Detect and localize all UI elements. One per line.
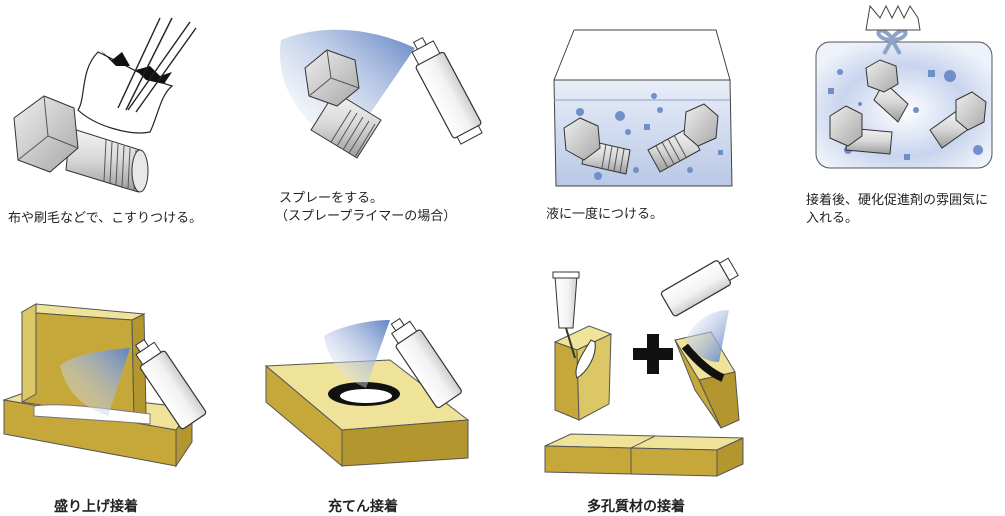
bag-illustration (815, 4, 993, 169)
panel-fillet: 盛り上げ接着 (0, 290, 240, 516)
caption-porous: 多孔質材の接着 (587, 499, 685, 515)
panel-porous: 多孔質材の接着 (535, 257, 755, 516)
hole-adhesive (340, 389, 392, 403)
dip-illustration (553, 29, 733, 187)
bolt (647, 103, 719, 173)
wood-piece-left (553, 325, 613, 421)
caption-brush: 布や刷毛などで、こすりつける。 (8, 211, 203, 226)
spray-can (135, 338, 207, 430)
caption-dip: 液に一度につける。 (546, 207, 664, 222)
porous-illustration (544, 257, 744, 477)
bolt (13, 95, 149, 193)
panel-dip: 液に一度につける。 (540, 0, 750, 240)
bolt (829, 105, 893, 155)
spray-can (660, 257, 739, 317)
glue-tube (552, 271, 580, 359)
caption-bag-2: 入れる。 (806, 211, 859, 226)
bag-top (865, 4, 921, 31)
bolt (929, 91, 987, 149)
bag-ribbon (876, 28, 908, 55)
tweezer-arm (127, 21, 191, 111)
tweezer-arm (135, 27, 197, 113)
panel-spray: スプレーをする。 （スプレープライマーの場合） (265, 0, 515, 240)
caption-fillet: 盛り上げ接着 (54, 499, 138, 515)
plus-icon (633, 334, 673, 374)
fillet-illustration (2, 303, 207, 468)
caption-spray-1: スプレーをする。 (279, 191, 384, 206)
bolt (304, 49, 382, 159)
spray-can (411, 36, 483, 145)
panel-bag: 接着後、硬化促進剤の雰囲気に 入れる。 (800, 0, 1005, 240)
panel-filling: 充てん接着 (262, 290, 482, 516)
spray-mist (685, 310, 729, 362)
caption-spray-2: （スプレープライマーの場合） (275, 209, 457, 224)
joined-block (544, 433, 744, 477)
spray-can (390, 317, 462, 409)
brush-illustration (13, 17, 197, 193)
panel-brush: 布や刷毛などで、こすりつける。 (0, 0, 250, 240)
caption-filling: 充てん接着 (328, 499, 398, 515)
spray-illustration (279, 29, 483, 159)
cloth-pinch-left (100, 50, 130, 66)
tweezer-arm (125, 17, 173, 111)
filling-illustration (264, 317, 470, 468)
tweezer-arm (117, 17, 161, 109)
spray-mist (324, 320, 390, 388)
bolt (865, 59, 909, 123)
caption-bag-1: 接着後、硬化促進剤の雰囲気に (806, 193, 989, 208)
adhesive-bead (33, 404, 151, 425)
spray-mist (60, 348, 130, 416)
bolt (563, 117, 631, 175)
